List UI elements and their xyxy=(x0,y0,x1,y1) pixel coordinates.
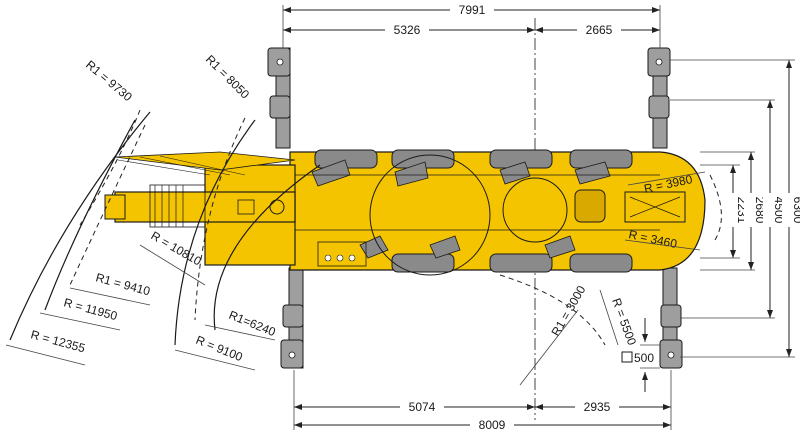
steered-wheels xyxy=(311,159,611,259)
arc-r-5500 xyxy=(499,274,606,346)
label-r-10810: R = 10810 xyxy=(149,228,205,268)
dim-top-rear: 2665 xyxy=(586,23,613,37)
label-r1-3000: R1 = 3000 xyxy=(548,283,588,339)
outrigger-link-front-top xyxy=(269,95,291,119)
pad-size-annotation: 500 xyxy=(621,318,660,392)
outrigger-link-rear-bottom xyxy=(660,304,682,328)
label-r-12355: R = 12355 xyxy=(29,327,87,355)
bottom-dimensions: 5074 2935 8009 xyxy=(293,370,672,432)
outrigger-link-rear-top xyxy=(648,95,670,119)
counterweight-block xyxy=(574,189,606,223)
dim-top-total: 7991 xyxy=(459,3,486,17)
right-dimensions: 2231 2680 4500 6300 xyxy=(670,59,800,358)
slewing-ring xyxy=(502,177,568,243)
dim-right-6300: 6300 xyxy=(791,197,800,224)
label-r1-6240: R1=6240 xyxy=(227,308,278,339)
label-r-11950: R = 11950 xyxy=(62,295,119,323)
dim-bottom-front: 5074 xyxy=(409,400,436,414)
label-r1-9410: R1 = 9410 xyxy=(94,270,152,298)
wheels-top xyxy=(314,149,633,169)
pad-square-icon xyxy=(621,351,633,363)
arc-r-3980 xyxy=(709,174,722,241)
swing-radius-arcs xyxy=(9,109,722,346)
operator-cab xyxy=(317,241,367,267)
wheels-bottom xyxy=(391,253,633,273)
turntable-outer xyxy=(369,154,491,276)
arc-r1-9730 xyxy=(79,109,141,226)
label-r-9100: R = 9100 xyxy=(194,333,245,364)
hook-block xyxy=(104,194,126,220)
arc-r1-6240 xyxy=(194,117,246,321)
dim-top-front: 5326 xyxy=(394,23,421,37)
dim-bottom-total: 8009 xyxy=(479,418,506,432)
outrigger-pads xyxy=(267,47,683,369)
arc-r-10810 xyxy=(213,164,321,331)
label-r-5500: R = 5500 xyxy=(609,296,639,347)
label-r1-9730: R1 = 9730 xyxy=(83,58,135,105)
outrigger-link-front-bottom xyxy=(282,304,304,328)
jib-lattice xyxy=(114,151,296,171)
carrier-body xyxy=(289,151,706,271)
arc-r-9100 xyxy=(174,119,256,346)
top-dimensions: 7991 5326 2665 xyxy=(282,2,661,48)
label-r1-8050: R1 = 8050 xyxy=(203,52,253,102)
arc-r-11950 xyxy=(44,119,136,311)
boom-pivot xyxy=(269,199,285,215)
dim-pad-size: 500 xyxy=(634,351,654,365)
arc-r-12355 xyxy=(9,111,151,341)
rear-engine-cover xyxy=(624,191,686,223)
dim-bottom-rear: 2935 xyxy=(584,400,611,414)
